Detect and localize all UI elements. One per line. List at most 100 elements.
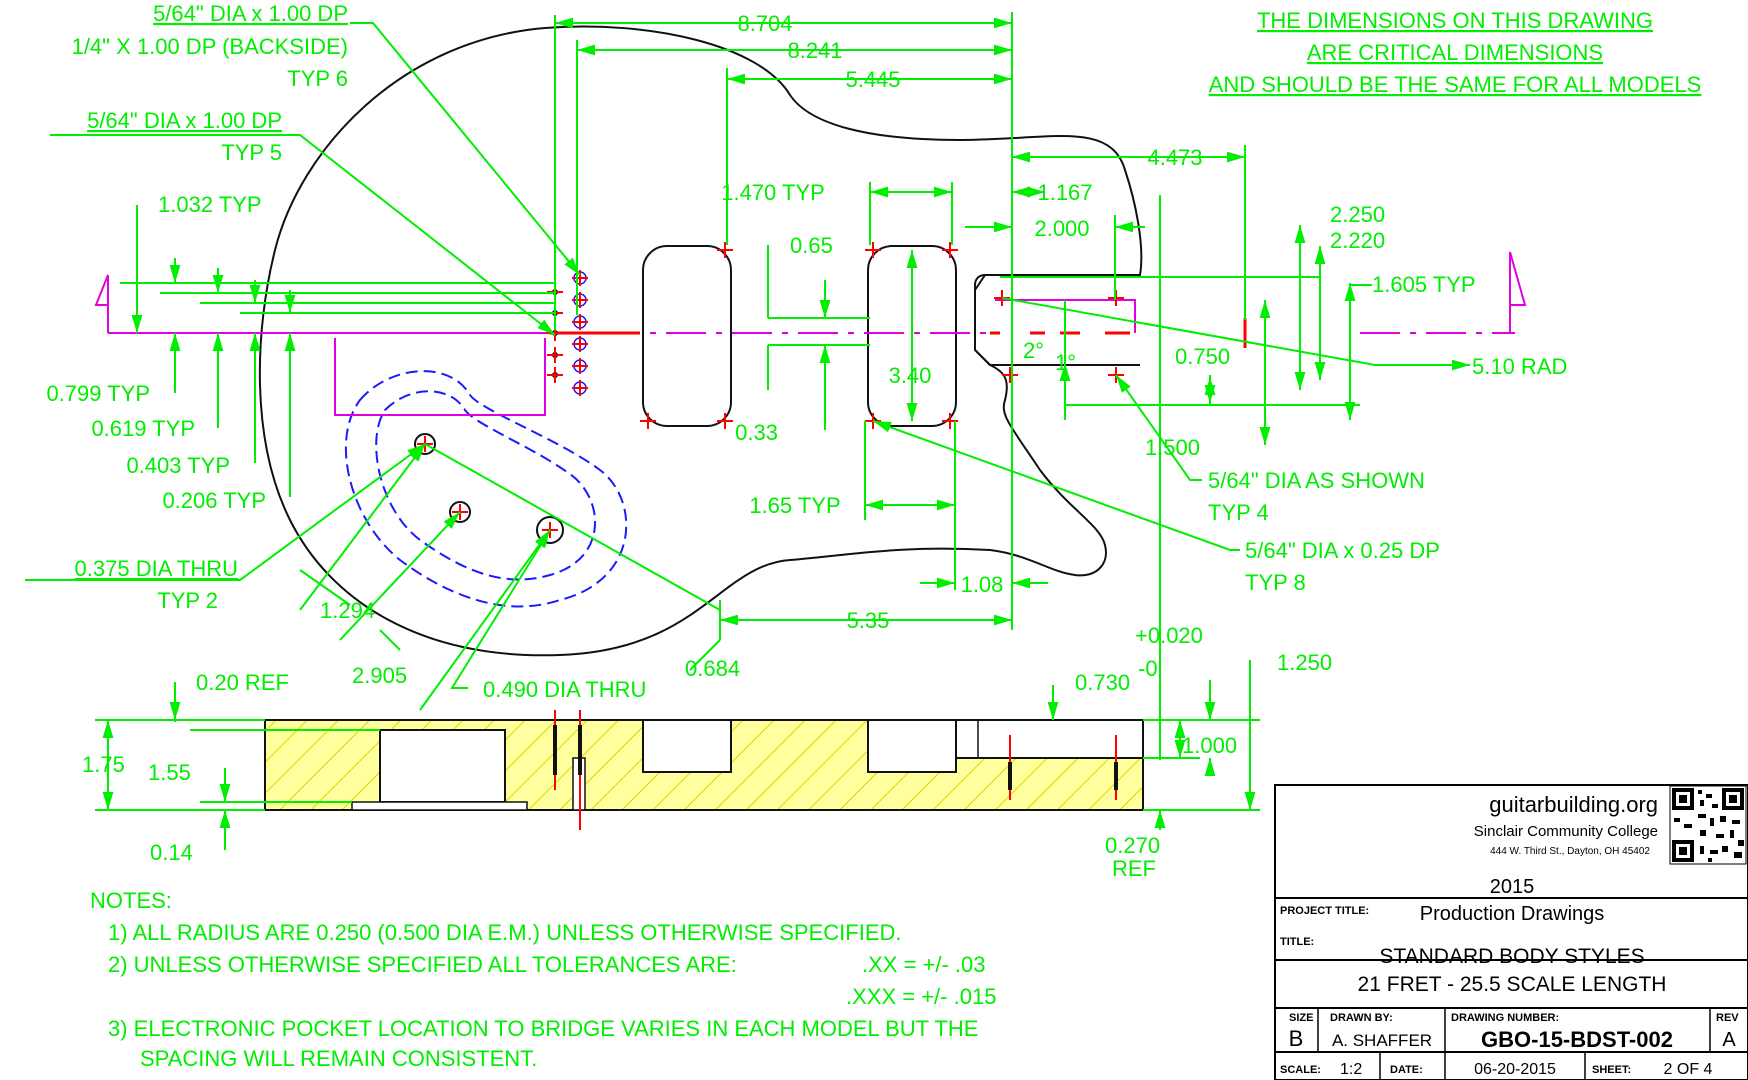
dim-1605: 1.605 TYP — [1372, 272, 1476, 297]
dim-2220: 2.220 — [1330, 228, 1385, 253]
dim-tol-plus: +0.020 — [1135, 623, 1203, 648]
dim-065: 0.65 — [790, 233, 833, 258]
tb-sheet: 2 OF 4 — [1664, 1061, 1713, 1078]
leader-lines — [25, 22, 1470, 760]
center-markers — [550, 318, 1247, 348]
callout-labels: 5/64" DIA x 1.00 DP 1/4" X 1.00 DP (BACK… — [72, 1, 1568, 702]
dim-1470: 1.470 TYP — [721, 180, 825, 205]
dim-020: 0.20 REF — [196, 670, 289, 695]
tb-drawn-label: DRAWN BY: — [1330, 1012, 1393, 1024]
tb-title-line1: STANDARD BODY STYLES — [1379, 945, 1644, 968]
note-3b: SPACING WILL REMAIN CONSISTENT. — [140, 1046, 537, 1071]
tb-scale: 1:2 — [1340, 1061, 1362, 1078]
tb-title-label: TITLE: — [1280, 936, 1314, 948]
tb-org: guitarbuilding.org — [1489, 792, 1658, 817]
dim-0684: 0.684 — [685, 656, 740, 681]
dim-tol-minus: -0 — [1138, 656, 1158, 681]
callout-dp25-1: 5/64" DIA x 0.25 DP — [1245, 538, 1440, 563]
tb-scale-label: SCALE: — [1280, 1064, 1321, 1076]
dim-108: 1.08 — [961, 572, 1004, 597]
tb-project-line1: 2015 — [1490, 876, 1535, 898]
callout-dp25-2: TYP 8 — [1245, 570, 1306, 595]
notes-heading: NOTES: — [90, 888, 172, 913]
dim-1000: 1.000 — [1182, 733, 1237, 758]
callout-hole-a-3: TYP 6 — [287, 66, 348, 91]
dim-1500: 1.500 — [1145, 435, 1200, 460]
callout-rad: 5.10 RAD — [1472, 354, 1567, 379]
dim-2000: 2.000 — [1034, 216, 1089, 241]
dim-2deg: 2° — [1023, 338, 1044, 363]
dim-0270-ref: REF — [1112, 856, 1156, 881]
dim-1294: 1.294 — [320, 598, 375, 623]
tb-rev-label: REV — [1716, 1012, 1739, 1024]
body-outline — [258, 25, 1143, 657]
tb-sheet-label: SHEET: — [1592, 1064, 1631, 1076]
tb-college: Sinclair Community College — [1474, 823, 1658, 840]
neck-pickup-cavity — [867, 245, 957, 427]
header-note: THE DIMENSIONS ON THIS DRAWING ARE CRITI… — [1209, 8, 1702, 97]
dim-5445: 5.445 — [845, 67, 900, 92]
callout-hole-b-2: TYP 5 — [221, 140, 282, 165]
tb-project-label: PROJECT TITLE: — [1280, 905, 1369, 917]
tb-project-line2: Production Drawings — [1420, 903, 1605, 925]
callout-shown-2: TYP 4 — [1208, 500, 1269, 525]
callout-shown-1: 5/64" DIA AS SHOWN — [1208, 468, 1425, 493]
bridge-pickup-cavity — [642, 245, 732, 427]
dim-0270: 0.270 — [1105, 833, 1160, 858]
dim-4473: 4.473 — [1147, 145, 1202, 170]
dim-8241: 8.241 — [787, 38, 842, 63]
tb-rev: A — [1722, 1029, 1736, 1051]
dim-033: 0.33 — [735, 420, 778, 445]
tb-title-line2: 21 FRET - 25.5 SCALE LENGTH — [1358, 973, 1667, 996]
dim-8704: 8.704 — [737, 11, 792, 36]
dim-155: 1.55 — [148, 760, 191, 785]
callout-hole-b-1: 5/64" DIA x 1.00 DP — [87, 108, 282, 133]
header-note-line3: AND SHOULD BE THE SAME FOR ALL MODELS — [1209, 72, 1702, 97]
qr-code-icon — [1669, 785, 1747, 865]
notes-block: NOTES: 1) ALL RADIUS ARE 0.250 (0.500 DI… — [90, 888, 996, 1071]
callout-thru-490: 0.490 DIA THRU — [483, 677, 646, 702]
callout-hole-a-1: 5/64" DIA x 1.00 DP — [153, 1, 348, 26]
dim-0403: 0.403 TYP — [126, 453, 230, 478]
dim-1167: 1.167 — [1037, 180, 1092, 205]
control-cavity-hidden-inner — [375, 390, 596, 581]
callout-thru-1: 0.375 DIA THRU — [75, 556, 238, 581]
tb-date: 06-20-2015 — [1474, 1061, 1556, 1078]
note-2a: .XX = +/- .03 — [862, 952, 986, 977]
neck-pocket — [974, 274, 1140, 366]
header-note-line2: ARE CRITICAL DIMENSIONS — [1307, 40, 1603, 65]
title-block: guitarbuilding.org Sinclair Community Co… — [1274, 784, 1748, 1080]
note-1: 1) ALL RADIUS ARE 0.250 (0.500 DIA E.M.)… — [108, 920, 902, 945]
tb-size-label: SIZE — [1289, 1012, 1313, 1024]
guitar-body-top-view — [94, 25, 1527, 657]
dim-2250: 2.250 — [1330, 202, 1385, 227]
tb-dwg-label: DRAWING NUMBER: — [1451, 1012, 1559, 1024]
dim-0619: 0.619 TYP — [91, 416, 195, 441]
body-section-view — [264, 710, 1144, 830]
tb-dwg: GBO-15-BDST-002 — [1481, 1027, 1673, 1052]
dimension-labels: 8.704 8.241 5.445 4.473 1.470 TYP 1.167 … — [46, 11, 1475, 881]
dim-340: 3.40 — [889, 363, 932, 388]
dim-175: 1.75 — [82, 752, 125, 777]
dim-1032: 1.032 TYP — [158, 192, 262, 217]
tb-date-label: DATE: — [1390, 1064, 1423, 1076]
callout-thru-2: TYP 2 — [157, 588, 218, 613]
dim-0206: 0.206 TYP — [162, 488, 266, 513]
dim-1250: 1.250 — [1277, 650, 1332, 675]
note-2b: .XXX = +/- .015 — [846, 984, 996, 1009]
note-3a: 3) ELECTRONIC POCKET LOCATION TO BRIDGE … — [108, 1016, 978, 1041]
dim-0799: 0.799 TYP — [46, 381, 150, 406]
dim-0730: 0.730 — [1075, 670, 1130, 695]
pickup-mount-holes — [639, 241, 1125, 430]
dim-0750: 0.750 — [1175, 344, 1230, 369]
dim-2905: 2.905 — [352, 663, 407, 688]
tb-size: B — [1289, 1026, 1304, 1051]
dim-1deg: 1° — [1055, 350, 1076, 375]
note-2: 2) UNLESS OTHERWISE SPECIFIED ALL TOLERA… — [108, 952, 737, 977]
header-note-line1: THE DIMENSIONS ON THIS DRAWING — [1257, 8, 1653, 33]
dim-014: 0.14 — [150, 840, 193, 865]
tb-address: 444 W. Third St., Dayton, OH 45402 — [1490, 846, 1650, 857]
callout-hole-a-2: 1/4" X 1.00 DP (BACKSIDE) — [72, 34, 348, 59]
dim-165: 1.65 TYP — [749, 493, 840, 518]
